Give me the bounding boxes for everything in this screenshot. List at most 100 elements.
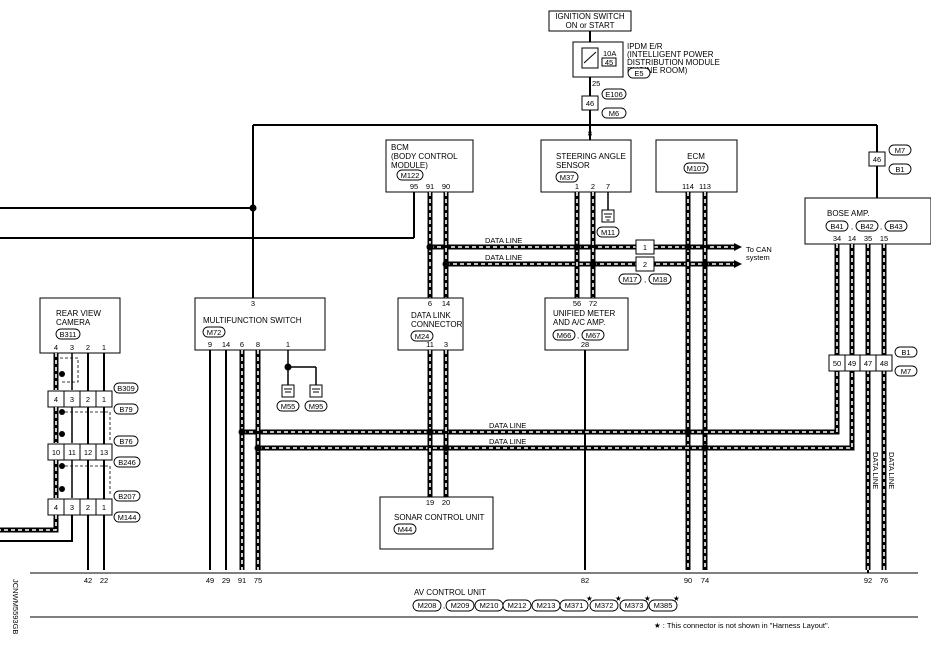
m72-conn: M72: [207, 328, 222, 337]
b79-pill: [113, 403, 139, 415]
m17-pill: [618, 273, 642, 285]
shield-dash: [60, 357, 79, 383]
b1j-pin-49: 49: [848, 359, 856, 368]
shield-dash: [60, 411, 111, 440]
av-conn-m373: M373: [625, 601, 644, 610]
steering-pin-7: 7: [606, 182, 610, 191]
m11-conn: M11: [601, 228, 615, 237]
b41-pill: [825, 220, 849, 232]
b246-pill: [113, 456, 141, 468]
av-pin-91: 91: [238, 576, 246, 585]
av-conn-m385: M385: [654, 601, 673, 610]
fuse-slash: [583, 51, 597, 64]
cable-exit-left-1: [0, 515, 59, 533]
splice-dot: [59, 463, 65, 469]
av-pin-92: 92: [864, 576, 872, 585]
b76-pin-10: 10: [52, 448, 60, 457]
b309-pill: [113, 382, 139, 394]
e106-pill: [601, 88, 627, 100]
b207-label: B207: [118, 492, 136, 501]
bose-line1: BOSE AMP.: [827, 209, 870, 218]
ecm-line1: ECM: [687, 152, 705, 161]
bose-pin-14: 14: [848, 234, 856, 243]
multifunction-switch-box: [194, 297, 326, 351]
bcm-line1: BCM: [391, 143, 409, 152]
splice-dot: [684, 428, 692, 436]
ecm-conn-pill: [683, 162, 709, 174]
wire-exit-left-2: [0, 515, 73, 542]
b76-label: B76: [119, 437, 132, 446]
dlc-line1: DATA LINK: [411, 311, 451, 320]
m7-pin: 46: [873, 155, 881, 164]
bcm-pin-95: 95: [410, 182, 418, 191]
ipdm-line1: IPDM E/R: [627, 42, 663, 51]
splice-dot: [701, 444, 709, 452]
b311-pill: [55, 328, 81, 340]
mf-pin-8: 8: [256, 340, 260, 349]
av-conn-pill: [445, 599, 475, 612]
dlc-top-pin-6: 6: [428, 299, 432, 308]
arrow-icon-2: [734, 260, 742, 268]
b1j-pin-48: 48: [880, 359, 888, 368]
b1-right-conn: B1: [901, 348, 910, 357]
m7-conn: M7: [895, 146, 905, 155]
av-pin-49: 49: [206, 576, 214, 585]
rear-camera-line1: REAR VIEW: [56, 309, 101, 318]
splice-dot: [59, 409, 65, 415]
b43-conn: B43: [889, 222, 902, 231]
ecm-conn: M107: [687, 164, 706, 173]
can-pin-2: 2: [643, 260, 647, 269]
b207-pin-3: 3: [70, 503, 74, 512]
m6-pill: [601, 107, 627, 119]
b1-conn: B1: [895, 165, 904, 174]
bcm-pin-90: 90: [442, 182, 450, 191]
mf-pin-6: 6: [240, 340, 244, 349]
splice-dot: [701, 260, 709, 268]
steering-top-pin: 8: [588, 129, 592, 138]
b309-label: B309: [117, 384, 135, 393]
m44-pill: [393, 523, 417, 535]
steering-line1: STEERING ANGLE: [556, 152, 626, 161]
m18-conn: M18: [653, 275, 668, 284]
m55-ground-box: [281, 384, 295, 398]
m95-ground-box: [309, 384, 323, 398]
av-conn-pill: [559, 599, 589, 612]
splice-dot: [684, 243, 692, 251]
ipdm-line3: DISTRIBUTION MODULE: [627, 58, 720, 67]
b207-pin-4: 4: [54, 503, 58, 512]
star-icon: ★: [673, 594, 680, 603]
sonar-line1: SONAR CONTROL UNIT: [394, 513, 484, 522]
meter-top-pin-72: 72: [589, 299, 597, 308]
m95-pill: [304, 400, 328, 412]
av-conn-m210: M210: [480, 601, 499, 610]
multifunction-line1: MULTIFUNCTION SWITCH: [203, 316, 302, 325]
bose-comma-1: ,: [851, 222, 853, 231]
steering-conn: M37: [560, 173, 575, 182]
ignition-line1: IGNITION SWITCH: [555, 12, 625, 21]
bcm-box: [385, 139, 474, 193]
b43-pill: [884, 220, 908, 232]
steering-line2: SENSOR: [556, 161, 590, 170]
meter-pin-28: 28: [581, 340, 589, 349]
b1j-pin-50: 50: [833, 359, 841, 368]
m6-conn: M6: [609, 109, 619, 118]
data-line-vertical-2: DATA LINE: [887, 452, 896, 489]
av-pin-82: 82: [581, 576, 589, 585]
b309-pin-1: 1: [102, 395, 106, 404]
m44-conn: M44: [398, 525, 413, 534]
m11-pill: [596, 226, 620, 238]
b76-pin-11: 11: [68, 448, 76, 457]
splice-dot: [426, 243, 434, 251]
m72-pill: [202, 326, 226, 338]
m144-label: M144: [118, 513, 137, 522]
steering-pin-1: 1: [575, 182, 579, 191]
star-icon: ★: [644, 594, 651, 603]
dlc-top-pin-14: 14: [442, 299, 450, 308]
m55-pill: [276, 400, 300, 412]
camera-pin-4: 4: [54, 343, 58, 352]
av-pin-29: 29: [222, 576, 230, 585]
m67-pill: [581, 329, 605, 341]
ipdm-line2: (INTELLIGENT POWER: [627, 50, 714, 59]
av-pin-75: 75: [254, 576, 262, 585]
b207-pin-1: 1: [102, 503, 106, 512]
